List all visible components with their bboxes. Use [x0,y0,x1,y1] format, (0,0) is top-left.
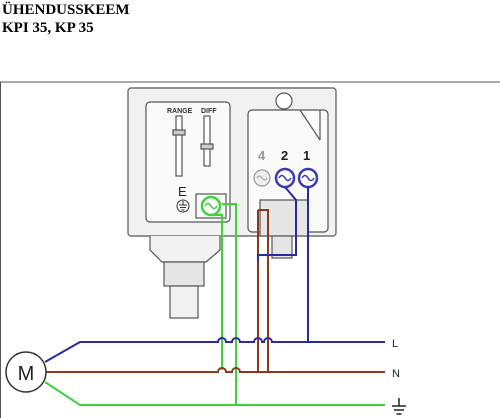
earth-label: E [178,184,187,199]
diff-slider [200,143,214,150]
cable-gland [271,235,293,259]
live-line [44,337,385,363]
earth-wire [222,203,385,406]
terminal-2-screw-icon [274,167,296,189]
terminal-1-label: 1 [303,148,310,163]
pressure-connection [169,285,199,319]
earth-screw-icon [200,195,222,217]
terminal-1-screw-icon [297,167,319,189]
motor-icon [5,351,47,393]
model-subtitle: KPI 35, KP 35 [2,20,94,36]
earth-ground-icon [392,398,406,415]
diff-slot [203,115,211,167]
range-slot [175,115,183,177]
earth-line [44,381,236,406]
motor-label: M [18,363,35,385]
earth-wire-a [211,214,223,370]
hex-nut [163,261,205,287]
live-label: L [392,338,398,350]
bellows-base [149,236,221,263]
terminal-4-label: 4 [258,148,266,163]
pressure-switch [127,87,337,319]
contact-lever [299,109,321,141]
live-wire-2 [257,186,297,262]
range-label: RANGE [167,108,193,115]
knob [275,92,293,110]
range-slider [172,129,186,136]
neutral-link-b [258,209,269,372]
neutral-label: N [392,368,400,380]
earth-icon [176,199,190,213]
neutral-line [45,367,385,373]
diagram-title: ÜHENDUSSKEEM [2,2,130,18]
terminal-2-label: 2 [281,148,288,163]
terminal-4-screw-icon [253,169,271,187]
diff-label: DIFF [201,108,217,115]
